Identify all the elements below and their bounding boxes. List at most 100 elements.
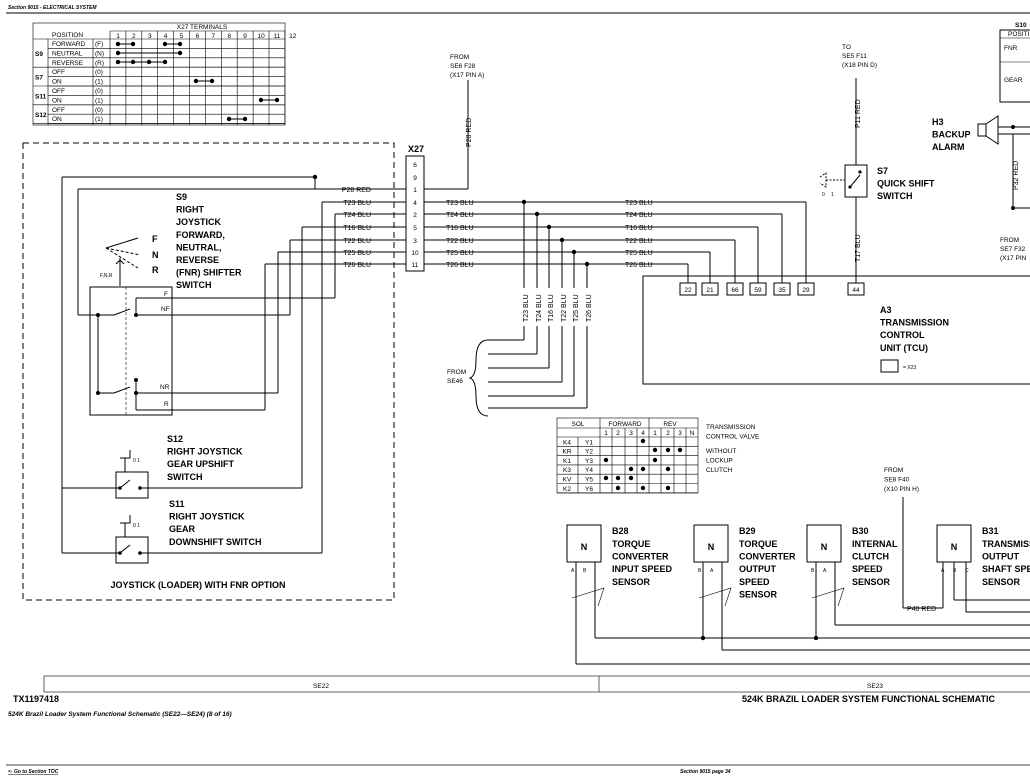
sensor-symbol-b29: N bbox=[708, 542, 715, 552]
s10-row-fnr: FNR bbox=[1004, 45, 1018, 52]
section-title: Section 9015 - ELECTRICAL SYSTEM bbox=[8, 5, 97, 11]
sensor-b28-line-2: INPUT SPEED bbox=[612, 564, 673, 574]
mid-wire-label-0: T23 BLU bbox=[446, 200, 474, 207]
terminal-col-11: 11 bbox=[274, 33, 281, 40]
sol-subcol-0: 1 bbox=[604, 430, 608, 437]
p11-label: P11 RED bbox=[855, 99, 862, 128]
sensor-b30-pin-A: A bbox=[823, 568, 827, 574]
mid-wire-label-5: T26 BLU bbox=[446, 262, 474, 269]
sol-row-y-4: Y5 bbox=[585, 477, 593, 484]
sensor-b29-line-3: SPEED bbox=[739, 577, 770, 587]
tcu-box bbox=[642, 275, 1030, 385]
terminal-code-s11-0: (0) bbox=[95, 88, 103, 95]
tcu-label-line-2: CONTROL bbox=[880, 330, 925, 340]
from-se8-line-1: SE8 F40 bbox=[884, 477, 910, 484]
sensor-b29-line-1: CONVERTER bbox=[739, 552, 796, 562]
sensor-b30-line-3: SENSOR bbox=[852, 577, 891, 587]
sol-row-k-4: KV bbox=[563, 477, 572, 484]
section-strip bbox=[43, 675, 1030, 693]
sensor-b31-pin-B: B bbox=[953, 568, 957, 574]
sensor-b30-line-2: SPEED bbox=[852, 564, 883, 574]
s12-label-line-2: GEAR UPSHIFT bbox=[167, 459, 235, 469]
tcu-label-line-3: UNIT (TCU) bbox=[880, 343, 928, 353]
sensor-symbol-b30: N bbox=[821, 542, 828, 552]
s10-name: S10 bbox=[1015, 22, 1027, 29]
terminal-code-s12-1: (1) bbox=[95, 116, 103, 123]
s7-state-1: 1 bbox=[831, 192, 834, 198]
terminal-row-s12-0: OFF bbox=[52, 107, 65, 114]
from-se7-line-2: (X17 PIN bbox=[1000, 255, 1027, 262]
tcu-pin-box-29 bbox=[797, 282, 815, 296]
sol-row-y-5: Y6 bbox=[585, 486, 593, 493]
s11-label-line-1: RIGHT JOYSTICK bbox=[169, 512, 245, 522]
tcu-pin-22: 22 bbox=[684, 287, 692, 294]
s9-label-line-0: S9 bbox=[176, 192, 187, 202]
contact-nf: NF bbox=[161, 306, 170, 313]
s11-label-line-0: S11 bbox=[169, 499, 185, 509]
terminal-row-s7-1: ON bbox=[52, 79, 62, 86]
s12-switch-symbol: 0 1 bbox=[115, 450, 149, 499]
toc-link[interactable]: <- Go to Section TOC bbox=[8, 769, 59, 775]
sol-subcol-4: 1 bbox=[653, 430, 657, 437]
right-wire-label-5: T26 BLU bbox=[625, 262, 653, 269]
fnr-letter-n: N bbox=[152, 250, 159, 260]
terminal-code-s9-0: (F) bbox=[95, 41, 103, 48]
s11-on-connections bbox=[258, 97, 280, 103]
from-se8-line-2: (X10 PIN H) bbox=[884, 486, 919, 493]
tcu-pin-box-22 bbox=[679, 282, 697, 296]
h3-label-line-0: H3 bbox=[932, 117, 944, 127]
sensor-b29-line-2: OUTPUT bbox=[739, 564, 777, 574]
s7-state-0: 0 bbox=[822, 192, 825, 198]
section-se22: SE22 bbox=[313, 683, 329, 690]
sensor-b29-line-0: TORQUE bbox=[739, 539, 777, 549]
to-se5-line-1: SE5 F11 bbox=[842, 53, 867, 60]
terminal-code-s9-1: (N) bbox=[95, 50, 104, 57]
sol-row-y-1: Y2 bbox=[585, 449, 593, 456]
terminal-switch-s12: S12 bbox=[35, 112, 47, 119]
sensor-b29-pin-B: B bbox=[698, 568, 702, 574]
sol-subcol-6: 3 bbox=[678, 430, 682, 437]
tcu-label-line-0: A3 bbox=[880, 305, 892, 315]
right-wire-label-1: T24 BLU bbox=[625, 212, 653, 219]
terminal-col-8: 8 bbox=[227, 33, 231, 40]
from-se6-line-0: FROM bbox=[450, 54, 469, 61]
s11-label-line-2: GEAR bbox=[169, 524, 196, 534]
x23-legend-box bbox=[880, 359, 899, 373]
s9-label-line-3: FORWARD, bbox=[176, 230, 225, 240]
sol-row-y-2: Y3 bbox=[585, 458, 593, 465]
contact-nr: NR bbox=[160, 384, 170, 391]
sol-header: SOL bbox=[571, 421, 584, 428]
left-wire-label-4: T22 BLU bbox=[343, 238, 371, 245]
left-wire-label-0: P28 RED bbox=[342, 187, 371, 194]
mid-wire-label-3: T22 BLU bbox=[446, 238, 474, 245]
x27-pin-1: 1 bbox=[413, 187, 417, 194]
to-se5-line-0: TO bbox=[842, 44, 851, 51]
sol-subcol-7: N bbox=[690, 430, 695, 437]
sol-subcol-2: 3 bbox=[629, 430, 633, 437]
vertical-wire-label-2: T16 BLU bbox=[548, 294, 555, 322]
mid-wire-label-1: T24 BLU bbox=[446, 212, 474, 219]
vertical-wire-label-5: T26 BLU bbox=[586, 294, 593, 322]
terminal-row-s7-0: OFF bbox=[52, 69, 65, 76]
terminal-col-9: 9 bbox=[243, 33, 247, 40]
from-se46-line-1: SE46 bbox=[447, 378, 463, 385]
from-se46-line-0: FROM bbox=[447, 369, 466, 376]
t17-label: T17 BLU bbox=[855, 234, 862, 262]
vertical-wire-label-1: T24 BLU bbox=[536, 294, 543, 322]
s9-label-line-5: REVERSE bbox=[176, 255, 219, 265]
p40-label: P40 RED bbox=[907, 606, 936, 613]
doc-id: TX1197418 bbox=[13, 694, 59, 704]
sensor-b31-pin-A: A bbox=[941, 568, 945, 574]
sensor-id-b28: B28 bbox=[612, 526, 629, 536]
s9-neutral-connections bbox=[115, 50, 183, 56]
sensor-b31-line-0: TRANSMISS bbox=[982, 539, 1030, 549]
left-wire-label-1: T23 BLU bbox=[343, 200, 371, 207]
terminal-row-s9-1: NEUTRAL bbox=[52, 50, 83, 57]
fnr-letter-f: F bbox=[152, 234, 158, 244]
